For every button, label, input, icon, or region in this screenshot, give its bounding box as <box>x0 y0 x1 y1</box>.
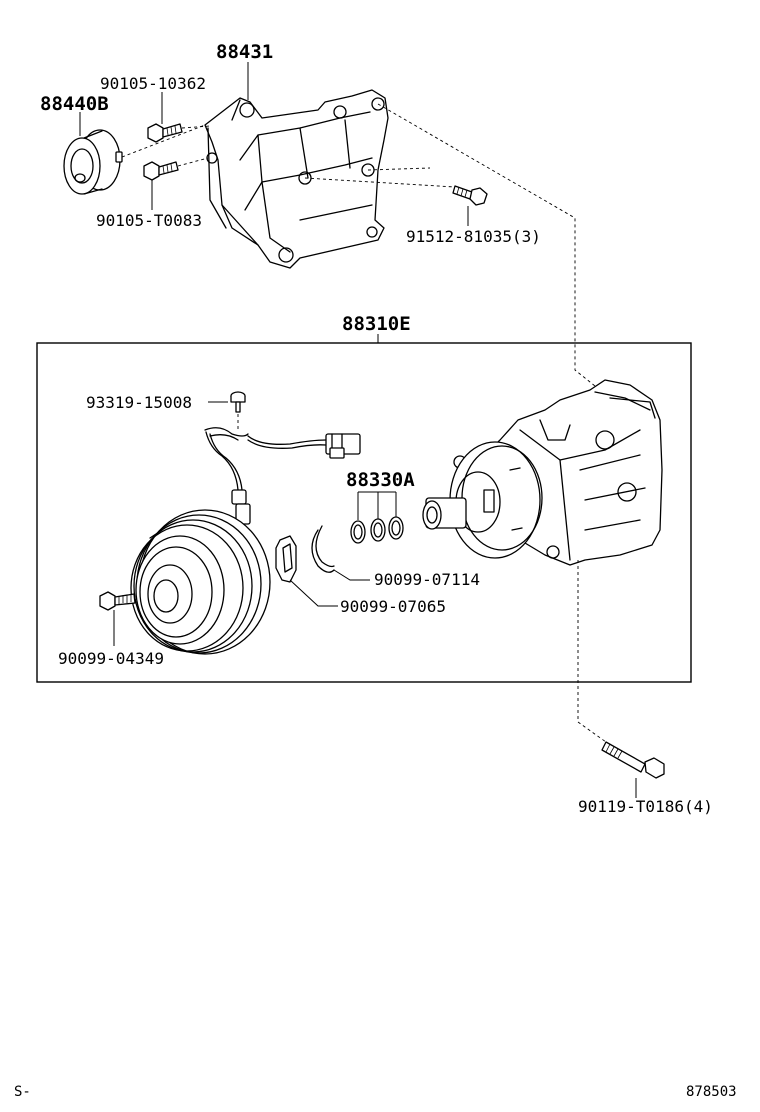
label-88310E: 88310E <box>342 313 411 335</box>
snap-plate-90099-07065[interactable] <box>275 535 297 583</box>
label-90105-T0083: 90105-T0083 <box>96 211 202 230</box>
label-88440B: 88440B <box>40 93 109 115</box>
label-90099-04349: 90099-04349 <box>58 649 164 668</box>
idler-pulley[interactable] <box>63 129 123 195</box>
bolt-90099-04349[interactable] <box>99 591 136 611</box>
shim-set-88330A[interactable] <box>350 516 404 544</box>
snap-ring-90099-07114[interactable] <box>311 525 335 573</box>
bolt-90105-T0083[interactable] <box>143 161 179 181</box>
label-90119-T0186: 90119-T0186(4) <box>578 797 713 816</box>
clutch-pulley[interactable] <box>130 509 271 655</box>
compressor-body[interactable] <box>422 379 663 566</box>
label-91512-81035: 91512-81035(3) <box>406 227 541 246</box>
label-90105-10362: 90105-10362 <box>100 74 206 93</box>
bolt-90105-10362[interactable] <box>147 123 183 143</box>
footer-code: 878503 <box>686 1084 737 1100</box>
label-90099-07114: 90099-07114 <box>374 570 480 589</box>
compressor-bracket[interactable] <box>204 89 389 269</box>
screw-93319-15008[interactable] <box>230 391 246 413</box>
bolt-91512-81035[interactable] <box>452 185 488 206</box>
assembly-frame <box>36 342 692 683</box>
footer-left: S- <box>14 1084 31 1100</box>
label-88431: 88431 <box>216 41 273 63</box>
label-93319-15008: 93319-15008 <box>86 393 192 412</box>
label-90099-07065: 90099-07065 <box>340 597 446 616</box>
label-88330A: 88330A <box>346 469 415 491</box>
bolt-90119-T0186[interactable] <box>601 741 665 779</box>
clutch-wire-harness[interactable] <box>204 427 361 525</box>
